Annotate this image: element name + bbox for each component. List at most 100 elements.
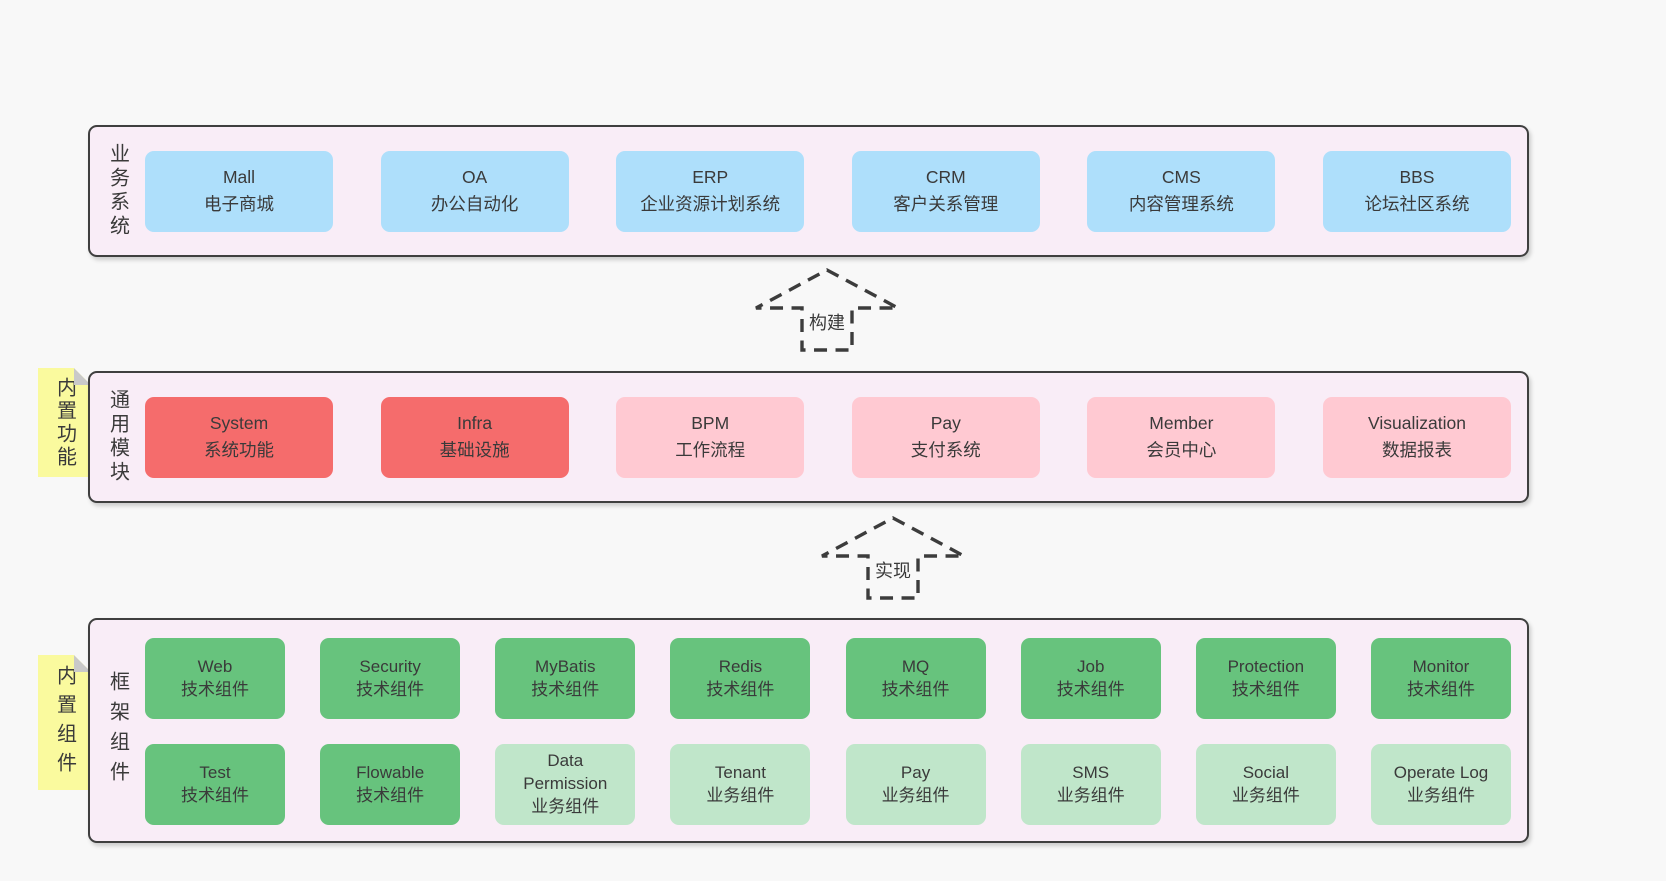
box-security: Security 技术组件 <box>320 638 461 719</box>
tier-label-business-systems: 业务系统 <box>106 143 129 239</box>
box-title: Data Permission <box>523 751 608 794</box>
box-subtitle: 支付系统 <box>910 440 981 460</box>
box-title: Pay <box>930 412 961 433</box>
sticky-note-built-in-components: 内置组件 <box>38 655 91 790</box>
components-boxes-grid: Web 技术组件 Security 技术组件 MyBatis 技术组件 Redi… <box>145 618 1527 843</box>
box-member: Member 会员中心 <box>1087 396 1276 478</box>
box-title: Pay <box>900 762 931 782</box>
box-subtitle: 客户关系管理 <box>893 194 999 214</box>
box-subtitle: 基础设施 <box>439 440 510 460</box>
box-infra: Infra 基础设施 <box>380 396 569 478</box>
box-subtitle: 技术组件 <box>706 679 775 699</box>
box-subtitle: 技术组件 <box>181 785 249 805</box>
tier-framework-components: 框架组件 Web 技术组件 Security 技术组件 MyBatis 技术组件… <box>88 618 1529 843</box>
box-title: Tenant <box>714 762 766 782</box>
box-title: SMS <box>1072 762 1110 782</box>
box-title: Security <box>359 656 421 676</box>
box-cms: CMS 内容管理系统 <box>1087 150 1276 232</box>
box-subtitle: 技术组件 <box>356 785 425 805</box>
box-title: Mall <box>222 166 256 187</box>
box-subtitle: 业务组件 <box>1406 785 1475 805</box>
box-bbs: BBS 论坛社区系统 <box>1322 150 1511 232</box>
box-monitor: Monitor 技术组件 <box>1370 638 1511 719</box>
box-subtitle: 技术组件 <box>531 679 600 699</box>
box-redis: Redis 技术组件 <box>670 638 811 719</box>
box-social: Social 业务组件 <box>1195 744 1336 825</box>
box-subtitle: 论坛社区系统 <box>1364 194 1470 214</box>
box-title: CMS <box>1161 166 1201 187</box>
box-operate-log: Operate Log 业务组件 <box>1370 744 1511 825</box>
box-subtitle: 电子商城 <box>204 194 274 214</box>
box-subtitle: 技术组件 <box>881 679 950 699</box>
box-title: Redis <box>718 656 763 676</box>
box-protection: Protection 技术组件 <box>1195 638 1336 719</box>
box-job: Job 技术组件 <box>1020 638 1161 719</box>
box-title: Visualization <box>1368 412 1466 433</box>
arrow-implement-label: 实现 <box>871 556 915 584</box>
box-subtitle: 数据报表 <box>1381 440 1452 460</box>
box-subtitle: 技术组件 <box>1056 679 1125 699</box>
box-title: CRM <box>925 166 966 187</box>
box-test: Test 技术组件 <box>145 744 285 825</box>
box-title: ERP <box>692 166 729 187</box>
box-pay-component: Pay 业务组件 <box>845 744 986 825</box>
box-title: Social <box>1242 762 1289 782</box>
business-boxes-row: Mall 电子商城 OA 办公自动化 ERP 企业资源计划系统 CRM 客户关系… <box>145 150 1527 232</box>
sticky-note-label: 内置组件 <box>53 664 76 781</box>
up-arrow-icon <box>821 516 965 600</box>
box-subtitle: 会员中心 <box>1146 440 1217 460</box>
box-tenant: Tenant 业务组件 <box>670 744 811 825</box>
box-subtitle: 业务组件 <box>1056 785 1125 805</box>
box-subtitle: 系统功能 <box>204 440 274 460</box>
tier-label-common-modules: 通用模块 <box>106 389 129 485</box>
box-title: System <box>209 412 269 433</box>
box-subtitle: 技术组件 <box>1231 679 1300 699</box>
box-title: Operate Log <box>1393 762 1489 782</box>
box-subtitle: 业务组件 <box>706 785 775 805</box>
box-crm: CRM 客户关系管理 <box>851 150 1040 232</box>
box-title: Member <box>1149 412 1214 433</box>
box-subtitle: 技术组件 <box>1406 679 1475 699</box>
box-subtitle: 内容管理系统 <box>1128 194 1234 214</box>
arrow-build: 构建 <box>752 266 902 354</box>
box-data-permission: Data Permission 业务组件 <box>495 744 636 825</box>
box-title: Protection <box>1227 656 1305 676</box>
box-subtitle: 企业资源计划系统 <box>640 194 781 214</box>
box-pay: Pay 支付系统 <box>851 396 1040 478</box>
sticky-note-label: 内置功能 <box>53 376 76 469</box>
box-title: BPM <box>691 412 730 433</box>
tier-business-systems: 业务系统 Mall 电子商城 OA 办公自动化 ERP 企业资源计划系统 CRM… <box>88 125 1529 257</box>
box-title: MyBatis <box>535 656 596 676</box>
box-subtitle: 技术组件 <box>356 679 425 699</box>
box-web: Web 技术组件 <box>145 638 285 719</box>
arrow-implement: 实现 <box>818 514 968 602</box>
box-subtitle: 技术组件 <box>181 679 249 699</box>
up-arrow-icon <box>755 268 899 352</box>
box-title: Monitor <box>1412 656 1470 676</box>
box-title: BBS <box>1399 166 1435 187</box>
box-subtitle: 业务组件 <box>531 796 600 816</box>
box-mq: MQ 技术组件 <box>845 638 986 719</box>
box-system: System 系统功能 <box>145 396 333 478</box>
box-subtitle: 业务组件 <box>1231 785 1300 805</box>
box-mybatis: MyBatis 技术组件 <box>495 638 636 719</box>
box-subtitle: 办公自动化 <box>430 194 519 214</box>
tier-label-framework-components: 框架组件 <box>106 670 129 791</box>
modules-boxes-row: System 系统功能 Infra 基础设施 BPM 工作流程 Pay 支付系统… <box>145 396 1527 478</box>
box-title: Infra <box>457 412 493 433</box>
box-bpm: BPM 工作流程 <box>616 396 805 478</box>
box-subtitle: 业务组件 <box>881 785 950 805</box>
box-mall: Mall 电子商城 <box>145 150 333 232</box>
box-title: Web <box>197 656 233 676</box>
tier-common-modules: 通用模块 System 系统功能 Infra 基础设施 BPM 工作流程 Pay… <box>88 371 1529 503</box>
box-title: Test <box>199 762 231 782</box>
box-visualization: Visualization 数据报表 <box>1322 396 1511 478</box>
box-sms: SMS 业务组件 <box>1020 744 1161 825</box>
box-title: OA <box>461 166 488 187</box>
box-title: MQ <box>901 656 930 676</box>
box-subtitle: 工作流程 <box>675 440 746 460</box>
box-erp: ERP 企业资源计划系统 <box>616 150 805 232</box>
sticky-note-built-in-functions: 内置功能 <box>38 368 91 477</box>
box-title: Job <box>1076 656 1105 676</box>
arrow-build-label: 构建 <box>805 308 849 336</box>
